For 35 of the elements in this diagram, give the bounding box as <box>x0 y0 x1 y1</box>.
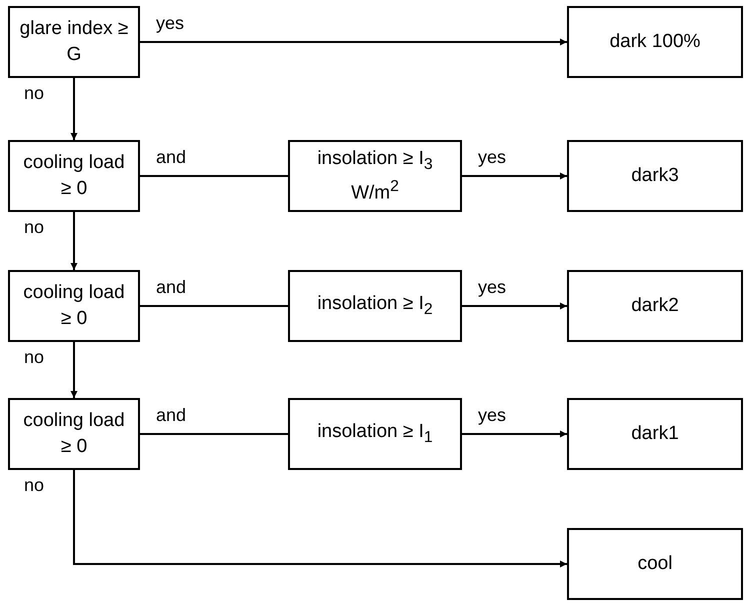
box-text: cooling load ≥ 0 <box>22 151 126 201</box>
box-text: dark1 <box>631 422 679 446</box>
process-box <box>288 398 462 470</box>
box-text: dark2 <box>631 294 679 318</box>
arrow <box>73 470 567 568</box>
arrow <box>70 212 78 270</box>
process-box <box>567 398 743 470</box>
box-text: glare index ≥ G <box>18 17 130 67</box>
arrow <box>140 38 567 46</box>
process-box <box>567 528 743 600</box>
arrow <box>70 78 78 140</box>
box-text: cooling load ≥ 0 <box>22 281 126 331</box>
box-text: dark 100% <box>610 30 700 54</box>
connector-line <box>140 433 288 435</box>
box-text: cool <box>638 552 672 576</box>
arrow <box>70 342 78 398</box>
arrow <box>462 172 567 180</box>
connector-line <box>140 175 288 177</box>
process-box <box>8 140 140 212</box>
box-text: insolation ≥ I$_{3}$ W/m$^{2}$ <box>316 147 434 205</box>
process-box <box>567 140 743 212</box>
process-box <box>567 270 743 342</box>
process-box <box>8 270 140 342</box>
arrow <box>462 302 567 310</box>
process-box <box>288 140 462 212</box>
box-text: insolation ≥ I$_{1}$ <box>317 420 433 448</box>
arrow <box>462 430 567 438</box>
box-text: insolation ≥ I$_{2}$ <box>317 292 433 320</box>
process-box <box>8 6 140 78</box>
process-box <box>8 398 140 470</box>
process-box <box>288 270 462 342</box>
box-text: cooling load ≥ 0 <box>22 409 126 459</box>
box-text: dark3 <box>631 164 679 188</box>
process-box <box>567 6 743 78</box>
connector-line <box>140 305 288 307</box>
